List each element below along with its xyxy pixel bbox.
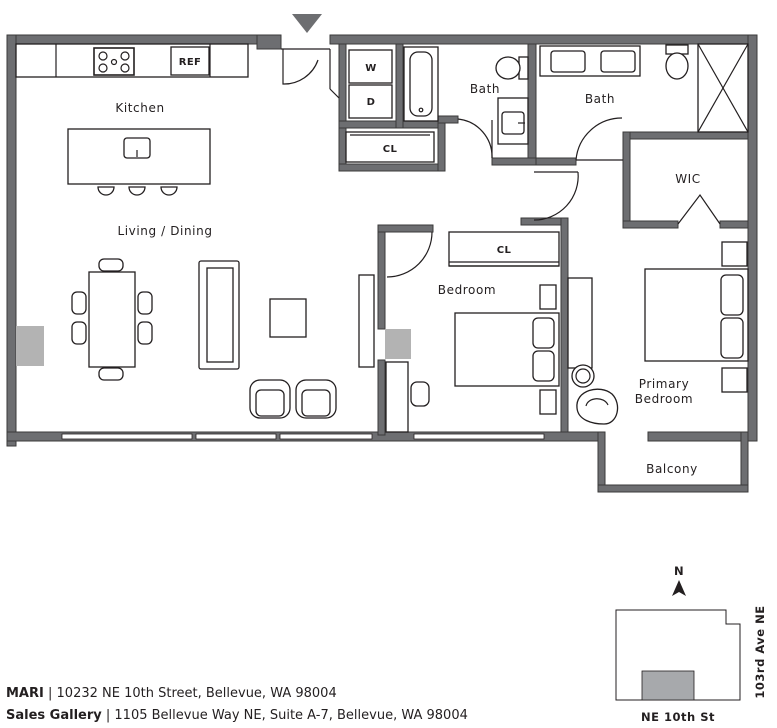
interior-walls [338, 43, 749, 493]
building-highlight [641, 670, 695, 701]
bath-2-fixtures [539, 43, 749, 161]
armchairs [249, 379, 337, 419]
footer-line-1: MARI | 10232 NE 10th Street, Bellevue, W… [6, 686, 337, 701]
room-label-wic: WIC [675, 172, 701, 186]
primary-bedroom-fixtures [567, 241, 749, 425]
room-label-living-dining: Living / Dining [117, 224, 212, 238]
column-middle [385, 329, 411, 359]
room-label-primary-bedroom-2: Bedroom [635, 392, 693, 406]
washer-label: W [365, 63, 376, 74]
room-label-kitchen: Kitchen [115, 101, 164, 115]
laundry [345, 49, 435, 163]
kitchen-fixtures [15, 43, 249, 196]
room-label-primary-bedroom-1: Primary [639, 377, 690, 391]
sofa [198, 260, 240, 370]
building-address: 10232 NE 10th Street, Bellevue, WA 98004 [56, 686, 337, 701]
bedroom-fixtures [385, 231, 560, 433]
dining-set [71, 258, 153, 381]
separator-2: | [105, 708, 111, 723]
footer-line-2: Sales Gallery | 1105 Bellevue Way NE, Su… [6, 708, 468, 723]
separator-1: | [48, 686, 53, 701]
bath-1-fixtures [403, 46, 529, 159]
key-map: N NE 10th St 103rd Ave NE [615, 564, 767, 724]
windows [61, 433, 545, 440]
dryer-label: D [367, 97, 376, 108]
closet-label-laundry: CL [383, 144, 398, 155]
room-label-bath-1: Bath [470, 82, 500, 96]
north-arrow-icon [672, 580, 686, 596]
entry-door [281, 14, 340, 99]
room-label-bedroom: Bedroom [438, 283, 496, 297]
media-console [358, 274, 375, 368]
gallery-address: 1105 Bellevue Way NE, Suite A-7, Bellevu… [114, 708, 468, 723]
gallery-label: Sales Gallery [6, 708, 102, 723]
street-label-bottom: NE 10th St [641, 710, 715, 724]
room-label-bath-2: Bath [585, 92, 615, 106]
wic-door [677, 193, 721, 225]
street-label-right: 103rd Ave NE [753, 605, 767, 698]
room-label-balcony: Balcony [646, 462, 698, 476]
hall-door [533, 171, 579, 221]
building-name: MARI [6, 686, 44, 701]
closet-label-bedroom: CL [497, 245, 512, 256]
north-label: N [674, 564, 684, 578]
fridge-label: REF [179, 57, 202, 68]
coffee-table [269, 298, 307, 338]
column-left [16, 326, 44, 366]
